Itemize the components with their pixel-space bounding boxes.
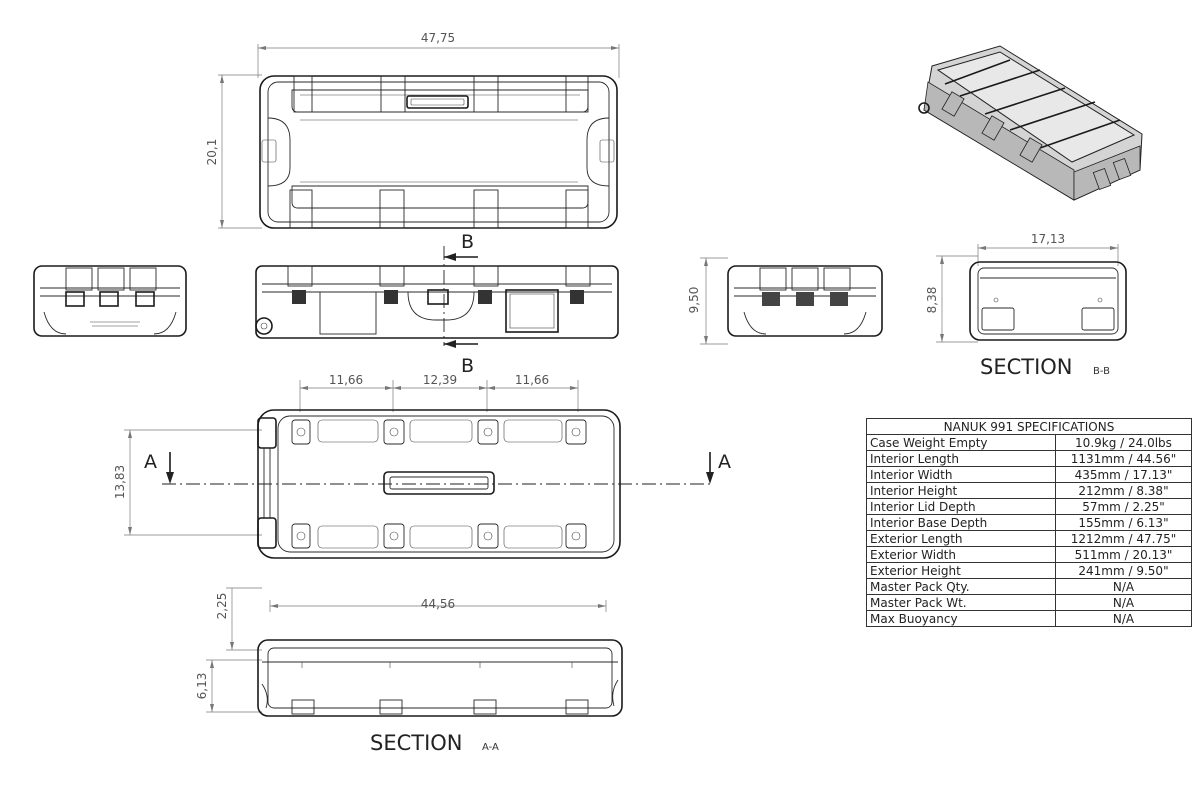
specifications-title: NANUK 991 SPECIFICATIONS [866,418,1192,435]
dim-text-base-depth: 6,13 [195,673,209,700]
dim-text-interior-length: 44,56 [421,597,455,611]
spec-label: Case Weight Empty [866,434,1056,451]
base-view: 11,66 12,39 11,66 13,83 [113,373,731,559]
latch-pockets-top [291,419,587,445]
dim-text-latch-left: 11,66 [329,373,363,387]
end-view-right [727,265,883,337]
dim-text-interior-width: 13,83 [113,465,127,499]
spec-label: Master Pack Wt. [866,594,1056,611]
spec-label: Master Pack Qty. [866,578,1056,595]
spec-value: 1212mm / 47.75" [1055,530,1192,547]
section-b-suffix: B-B [1093,366,1110,377]
latch-pockets-bottom [291,523,587,549]
dim-text-latch-center: 12,39 [423,373,457,387]
spec-label: Interior Length [866,450,1056,467]
dim-text-section-width: 17,13 [1031,232,1065,246]
front-view: B B [255,231,619,377]
dim-text-exterior-height: 9,50 [687,287,701,314]
dim-text-section-height: 8,38 [925,287,939,314]
dim-text-lid-depth: 2,25 [215,593,229,620]
spec-label: Interior Base Depth [866,514,1056,531]
spec-value: 212mm / 8.38" [1055,482,1192,499]
spec-label: Exterior Width [866,546,1056,563]
spec-value: N/A [1055,594,1192,611]
dim-text-latch-right: 11,66 [515,373,549,387]
spec-value: N/A [1055,578,1192,595]
section-a-title: SECTION [370,731,463,755]
spec-label: Interior Lid Depth [866,498,1056,515]
spec-value: 10.9kg / 24.0lbs [1055,434,1192,451]
cut-label-b-top: B [461,231,474,253]
specifications-table: NANUK 991 SPECIFICATIONS Case Weight Emp… [866,418,1192,627]
dimension-exterior-height: 9,50 [687,257,728,345]
spec-label: Interior Height [866,482,1056,499]
spec-value: 511mm / 20.13" [1055,546,1192,563]
cut-label-b-bottom: B [461,355,474,377]
cut-label-a-right: A [718,451,731,473]
spec-value: 241mm / 9.50" [1055,562,1192,579]
section-b-title: SECTION [980,355,1073,379]
table-header-row: NANUK 991 SPECIFICATIONS [866,418,1192,435]
dim-text-exterior-length: 47,75 [421,31,455,45]
dimension-exterior-width: 20,1 [205,74,262,229]
spec-label: Interior Width [866,466,1056,483]
isometric-view [918,45,1143,201]
table-row: Master Pack Qty.N/A [866,578,1192,595]
top-view: 47,75 20,1 [205,31,620,229]
spec-value: 435mm / 17.13" [1055,466,1192,483]
section-a-suffix: A-A [482,742,499,753]
dimension-exterior-length: 47,75 [257,31,620,78]
cut-label-a-left: A [144,451,157,473]
section-b-view: 17,13 8,38 SECTION B-B [925,232,1127,379]
spec-label: Exterior Length [866,530,1056,547]
dim-text-exterior-width: 20,1 [205,139,219,166]
table-row: Master Pack Wt.N/A [866,594,1192,611]
spec-value: 155mm / 6.13" [1055,514,1192,531]
end-view-left [33,265,187,337]
spec-label: Exterior Height [866,562,1056,579]
spec-value: 1131mm / 44.56" [1055,450,1192,467]
spec-value: 57mm / 2.25" [1055,498,1192,515]
spec-label: Max Buoyancy [866,610,1056,627]
spec-value: N/A [1055,610,1192,627]
section-a-view: 44,56 2,25 6,13 SECTION A-A [195,587,623,755]
